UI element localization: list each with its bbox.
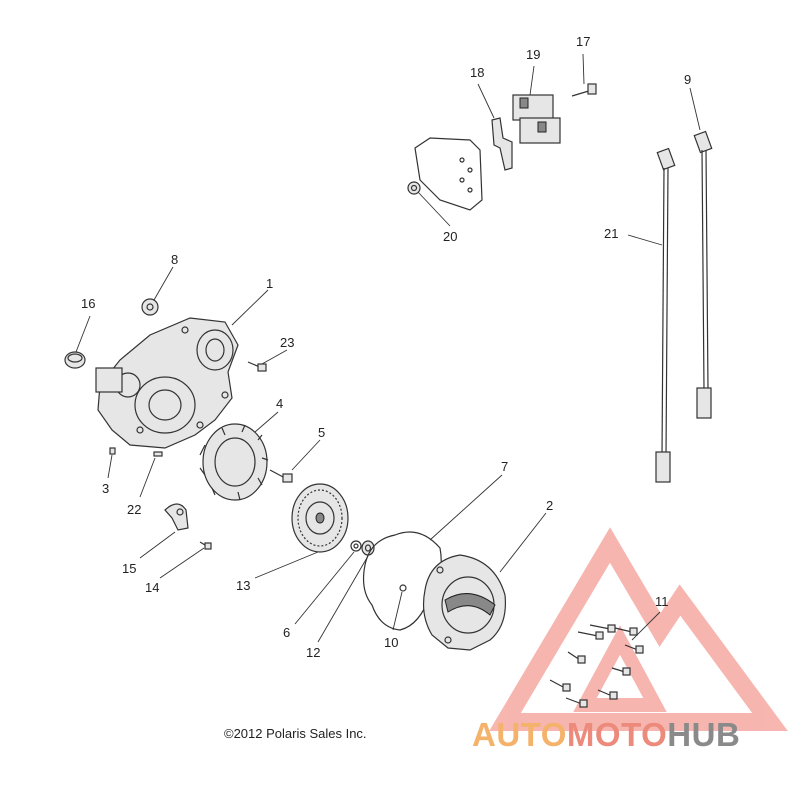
callout-13: 13 [236, 578, 250, 593]
callout-2: 2 [546, 498, 553, 513]
callout-11: 11 [655, 594, 669, 609]
callout-5: 5 [318, 425, 325, 440]
callout-6: 6 [283, 625, 290, 640]
part-5-bolt [269, 469, 293, 483]
part-2-stator-cover [422, 554, 507, 651]
part-9-spark-plug-wire [693, 130, 713, 419]
part-1-crankcase-cover [95, 317, 239, 449]
callout-20: 20 [443, 229, 457, 244]
part-4-stator [199, 423, 269, 501]
watermark-brand-text: AUTOMOTOHUB [472, 716, 740, 754]
leader-lines [75, 53, 701, 643]
part-15-bracket [164, 503, 189, 531]
watermark-moto: MOTO [566, 716, 668, 753]
callout-9: 9 [684, 72, 691, 87]
callout-7: 7 [501, 459, 508, 474]
callout-1: 1 [266, 276, 273, 291]
callout-12: 12 [306, 645, 320, 660]
part-19-ignition-coil [512, 94, 561, 144]
part-6-washer [350, 540, 362, 552]
callout-14: 14 [145, 580, 159, 595]
callout-labels: 1 2 3 4 5 6 7 8 9 10 11 12 13 14 15 16 1… [81, 34, 691, 660]
part-17-bolt [571, 83, 597, 97]
part-10-o-ring [399, 584, 407, 592]
part-13-flywheel [291, 483, 349, 553]
callout-4: 4 [276, 396, 283, 411]
part-8-bearing [141, 298, 159, 316]
callout-15: 15 [122, 561, 136, 576]
watermark-auto: AUTO [472, 716, 567, 753]
callout-21: 21 [604, 226, 618, 241]
part-16-seal [64, 351, 86, 369]
part-18-bracket [491, 117, 513, 171]
callout-19: 19 [526, 47, 540, 62]
part-21-spark-plug-wire [655, 147, 676, 483]
callout-22: 22 [127, 502, 141, 517]
callout-8: 8 [171, 252, 178, 267]
part-11-bolts [549, 624, 644, 708]
watermark-hub: HUB [667, 716, 741, 753]
copyright-text: ©2012 Polaris Sales Inc. [224, 726, 367, 741]
callout-17: 17 [576, 34, 590, 49]
callout-3: 3 [102, 481, 109, 496]
callout-18: 18 [470, 65, 484, 80]
part-bracket-plate [414, 137, 483, 211]
part-20-nut [407, 181, 421, 195]
part-22-pin [153, 451, 163, 457]
watermark-logo-icon [489, 527, 788, 731]
callout-16: 16 [81, 296, 95, 311]
part-14-bolt [199, 541, 212, 550]
part-3-dowel [109, 447, 116, 455]
callout-10: 10 [384, 635, 398, 650]
callout-23: 23 [280, 335, 294, 350]
